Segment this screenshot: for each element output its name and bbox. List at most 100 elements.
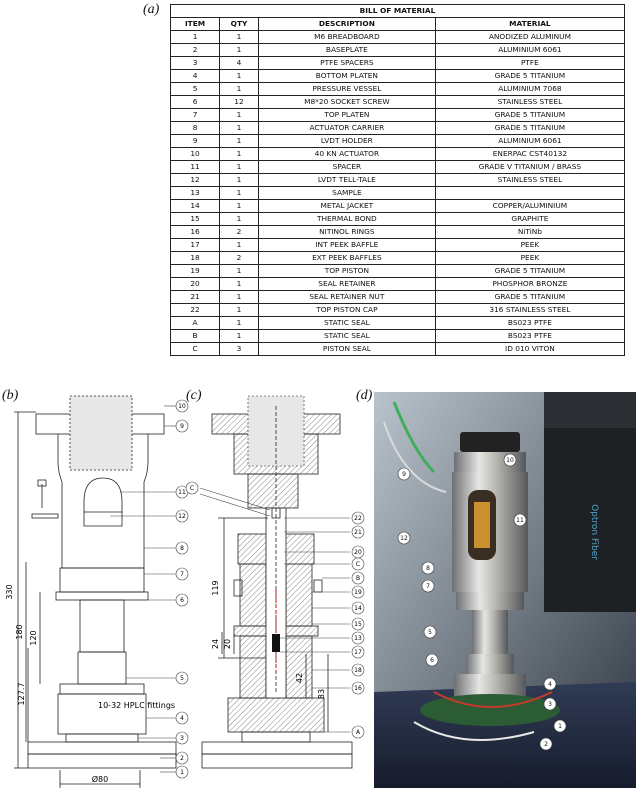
item-cell: 3 [169,56,221,70]
item-cell: B [169,329,221,343]
balloon-b-10: 10 [178,403,186,410]
description-cell: BOTTOM PLATEN [257,69,436,83]
balloon-d-12: 12 [400,535,408,542]
qty-cell: 2 [219,225,259,239]
item-cell: 17 [169,238,221,252]
item-cell: 18 [169,251,221,265]
item-cell: 19 [169,264,221,278]
item-cell: 11 [169,160,221,174]
balloon-c-19: 19 [354,589,362,596]
description-cell: THERMAL BOND [257,212,436,226]
qty-cell: 1 [219,186,259,200]
material-cell: GRADE V TITANIUM / BRASS [434,160,626,174]
dim-c-119: 119 [211,580,220,595]
material-cell: STAINLESS STEEL [434,173,626,187]
balloon-c-16: 16 [354,685,362,692]
balloon-b-7: 7 [180,571,184,578]
material-cell: NiTiNb [434,225,626,239]
balloon-c-22: 22 [354,515,362,522]
balloon-c-17: 17 [354,649,362,656]
qty-cell: 1 [219,277,259,291]
item-cell: A [169,316,221,330]
balloon-b-5: 5 [180,675,184,682]
item-cell: 10 [169,147,221,161]
qty-cell: 2 [219,251,259,265]
drawing-c-section: C 22 21 20 C B 19 14 15 13 17 18 16 A 11… [185,395,365,769]
dim-b-127-7: 127.7 [17,683,26,706]
dim-b-120: 120 [29,630,38,645]
balloon-d-4: 4 [548,681,552,688]
balloon-d-2: 2 [544,741,548,748]
item-cell: 4 [169,69,221,83]
material-cell: PHOSPHOR BRONZE [434,277,626,291]
material-cell: STAINLESS STEEL [434,95,626,109]
qty-cell: 1 [219,238,259,252]
description-cell: PRESSURE VESSEL [257,82,436,96]
balloon-b-12: 12 [178,513,186,520]
description-cell: LVDT HOLDER [257,134,436,148]
balloon-b-2: 2 [180,755,184,762]
description-cell: TOP PLATEN [257,108,436,122]
balloon-b-4: 4 [180,715,184,722]
balloon-c-pointer: C [190,485,194,492]
description-cell: EXT PEEK BAFFLES [257,251,436,265]
balloon-d-5: 5 [428,629,432,636]
header-item: ITEM [169,17,221,31]
item-cell: 9 [169,134,221,148]
balloon-c-21: 21 [354,529,362,536]
dim-c-83: 83 [317,689,326,699]
description-cell: TOP PISTON [257,264,436,278]
item-cell: 6 [169,95,221,109]
material-cell: ANODIZED ALUMINUM [434,30,626,44]
header-qty: QTY [219,17,259,31]
balloon-b-3: 3 [180,735,184,742]
item-cell: 15 [169,212,221,226]
header-description: DESCRIPTION [257,17,436,31]
material-cell: GRADE 5 TITANIUM [434,108,626,122]
description-cell: PISTON SEAL [257,342,436,356]
dim-b-330: 330 [5,584,14,599]
balloon-c-14: 14 [354,605,362,612]
material-cell: ALUMINIUM 6061 [434,43,626,57]
qty-cell: 1 [219,30,259,44]
description-cell: M8*20 SOCKET SCREW [257,95,436,109]
qty-cell: 3 [219,342,259,356]
material-cell: BS023 PTFE [434,329,626,343]
bill-of-material-table: BILL OF MATERIAL ITEM QTY DESCRIPTION MA… [169,4,626,356]
description-cell: PTFE SPACERS [257,56,436,70]
qty-cell: 1 [219,329,259,343]
item-cell: 5 [169,82,221,96]
material-cell: COPPER/ALUMINIUM [434,199,626,213]
item-cell: 1 [169,30,221,44]
item-cell: 21 [169,290,221,304]
header-material: MATERIAL [434,17,626,31]
qty-cell: 1 [219,43,259,57]
qty-cell: 12 [219,95,259,109]
panel-label-d: (d) [356,388,373,403]
qty-cell: 1 [219,82,259,96]
device-label: Optron Fiber [589,504,599,560]
balloon-b-6: 6 [180,597,184,604]
description-cell: 40 KN ACTUATOR [257,147,436,161]
qty-cell: 1 [219,264,259,278]
item-cell: 16 [169,225,221,239]
item-cell: 12 [169,173,221,187]
balloon-d-1: 1 [558,723,562,730]
description-cell: LVDT TELL-TALE [257,173,436,187]
balloon-c-20: 20 [354,549,362,556]
material-cell: PEEK [434,251,626,265]
material-cell: BS023 PTFE [434,316,626,330]
qty-cell: 1 [219,290,259,304]
